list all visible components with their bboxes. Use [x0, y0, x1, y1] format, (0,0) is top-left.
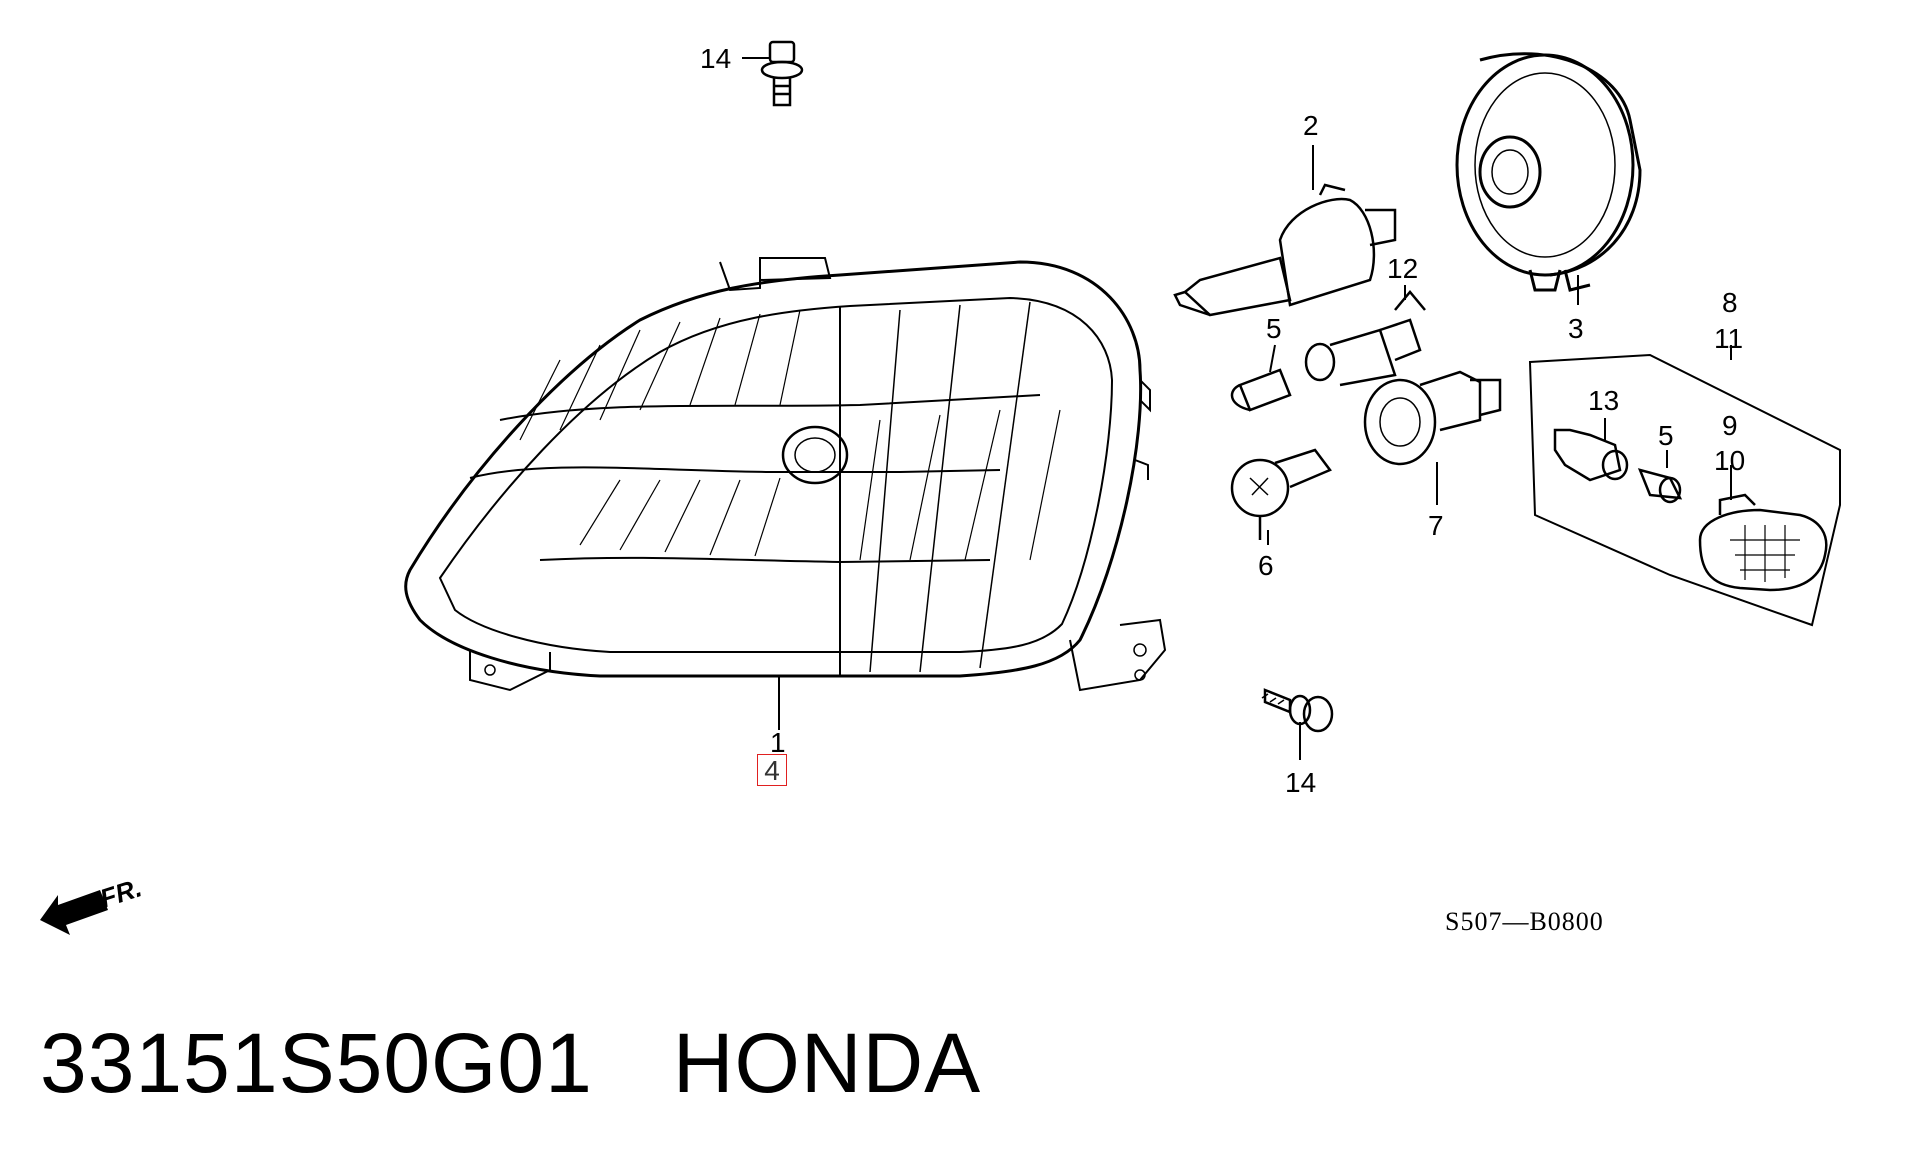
part-caption: 33151S50G01 HONDA — [40, 1015, 981, 1112]
callout-14-bottom: 14 — [1285, 767, 1316, 798]
diagram-reference-code: S507—B0800 — [1445, 907, 1604, 936]
callout-8: 8 — [1722, 287, 1738, 318]
marker-socket-icon — [1553, 428, 1629, 482]
callout-1: 1 — [770, 727, 786, 758]
callout-3: 3 — [1568, 313, 1584, 344]
callout-12: 12 — [1387, 253, 1418, 284]
callout-5: 5 — [1266, 313, 1282, 344]
headlight-assembly — [404, 257, 1167, 692]
wedge-bulb-icon — [1230, 368, 1292, 412]
bolt-icon — [760, 40, 804, 107]
callout-9: 9 — [1722, 410, 1738, 441]
wedge-bulb-icon — [1637, 468, 1683, 504]
part-number: 33151S50G01 — [40, 1016, 593, 1110]
side-marker-lens-icon — [1698, 493, 1828, 592]
callout-7: 7 — [1428, 510, 1444, 541]
highlighted-callout: 4 — [764, 755, 780, 786]
bulb-socket-icon — [1363, 370, 1502, 466]
socket-icon — [1304, 290, 1426, 387]
callout-5-right: 5 — [1658, 420, 1674, 451]
brand-name: HONDA — [672, 1016, 982, 1110]
callout-10: 10 — [1714, 445, 1745, 476]
callout-11: 11 — [1714, 323, 1743, 354]
callout-6: 6 — [1258, 550, 1274, 581]
callout-13: 13 — [1588, 385, 1619, 416]
callout-14-top: 14 — [700, 43, 731, 74]
bolt-icon — [1261, 688, 1334, 733]
highlight-box — [757, 754, 787, 786]
indicator-bulb-icon — [1230, 448, 1332, 540]
leader-lines — [742, 57, 1732, 760]
halogen-bulb-icon — [1173, 183, 1397, 317]
callout-2: 2 — [1303, 110, 1319, 141]
front-arrow-icon — [40, 890, 108, 935]
socket-cover-icon — [1455, 52, 1642, 292]
side-marker-group — [1528, 353, 1841, 627]
